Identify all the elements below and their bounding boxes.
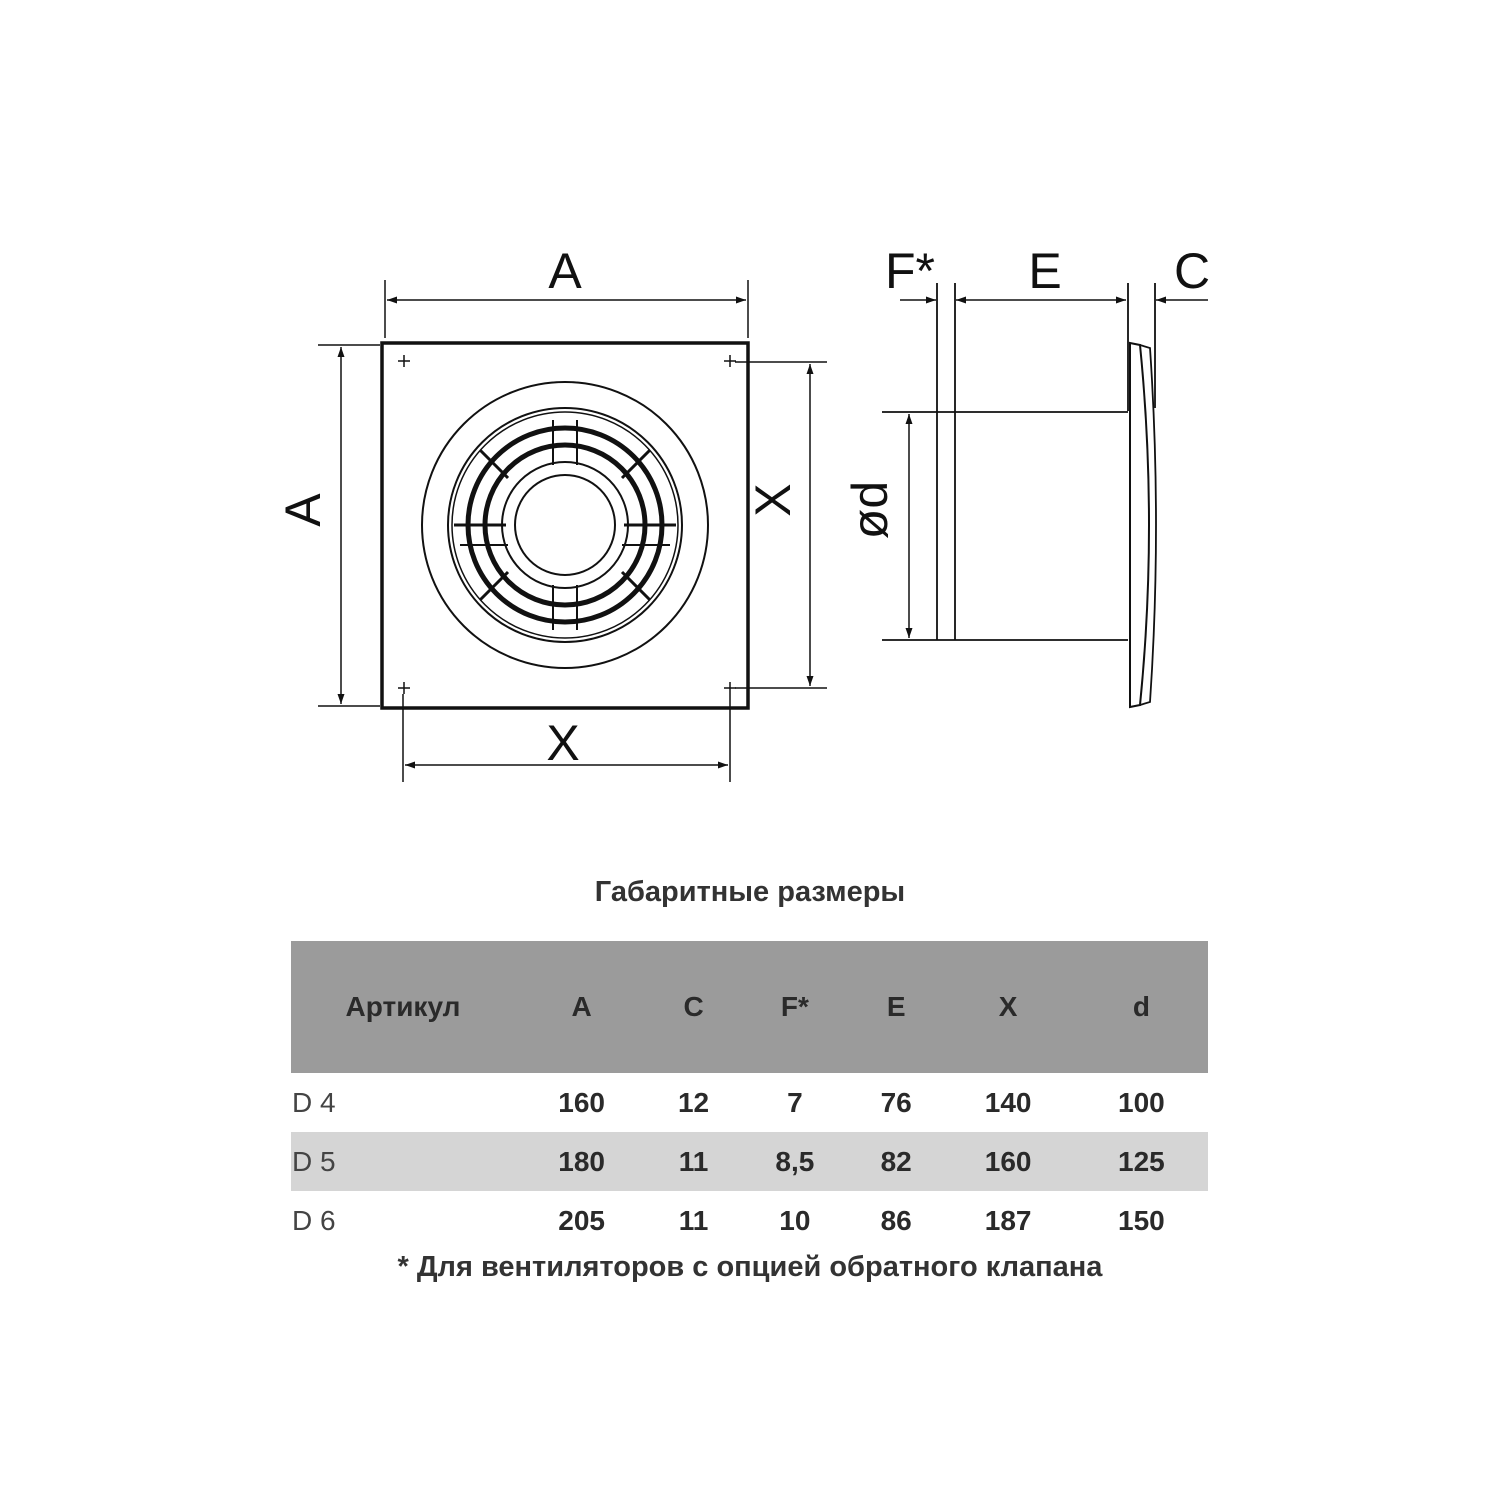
front-dimensions [318, 280, 827, 782]
table-title: Габаритные размеры [594, 876, 906, 908]
label-a-top: A [548, 243, 582, 299]
dimensions-table: Артикул A C F* E X d D 4 160 12 7 76 140… [291, 941, 1208, 1250]
table-row: D 6 205 11 10 86 187 150 [291, 1191, 1208, 1250]
table-row: D 5 180 11 8,5 82 160 125 [291, 1132, 1208, 1191]
header-x: X [998, 991, 1018, 1022]
cell-d: 125 [1118, 1145, 1165, 1177]
label-x-right: X [745, 483, 801, 516]
cell-x: 187 [984, 1204, 1032, 1236]
cell-a: 160 [558, 1086, 605, 1118]
cell-x: 140 [984, 1086, 1032, 1118]
cell-x: 160 [984, 1145, 1032, 1177]
header-article: Артикул [345, 991, 461, 1022]
header-a: A [571, 991, 592, 1022]
grille-spokes [454, 420, 676, 630]
cell-c: 11 [678, 1145, 709, 1177]
cell-d: 150 [1118, 1204, 1165, 1236]
cell-a: 205 [558, 1204, 605, 1236]
header-c: C [683, 991, 704, 1022]
cell-a: 180 [558, 1145, 605, 1177]
label-c: C [1174, 243, 1210, 299]
label-diameter-d: ød [842, 481, 898, 539]
table-row: D 4 160 12 7 76 140 100 [291, 1073, 1208, 1132]
header-f: F* [780, 991, 809, 1022]
header-d: d [1132, 991, 1150, 1022]
header-e: E [886, 991, 906, 1022]
label-e: E [1028, 243, 1061, 299]
front-view [380, 341, 750, 710]
cell-f: 8,5 [775, 1145, 815, 1177]
cell-f: 10 [779, 1204, 811, 1236]
cell-article: D 6 [292, 1204, 336, 1236]
side-dimensions [900, 296, 1208, 638]
footnote: * Для вентиляторов с опцией обратного кл… [397, 1251, 1103, 1283]
cell-c: 11 [678, 1204, 709, 1236]
cell-f: 7 [787, 1086, 803, 1118]
cell-c: 12 [677, 1086, 710, 1118]
mounting-hole-marks [398, 355, 736, 694]
cell-e: 86 [880, 1204, 912, 1236]
cell-d: 100 [1118, 1086, 1165, 1118]
fan-dimension-drawing: A A X X F* E C ød [275, 243, 1210, 782]
label-f: F* [885, 243, 935, 299]
cell-article: D 4 [292, 1086, 336, 1118]
side-view [882, 283, 1157, 709]
label-x-bottom: X [546, 715, 579, 771]
cell-e: 76 [880, 1086, 912, 1118]
cell-e: 82 [880, 1145, 912, 1177]
label-a-left: A [275, 493, 331, 527]
table-header-row: Артикул A C F* E X d [291, 941, 1208, 1073]
cell-article: D 5 [292, 1145, 336, 1177]
